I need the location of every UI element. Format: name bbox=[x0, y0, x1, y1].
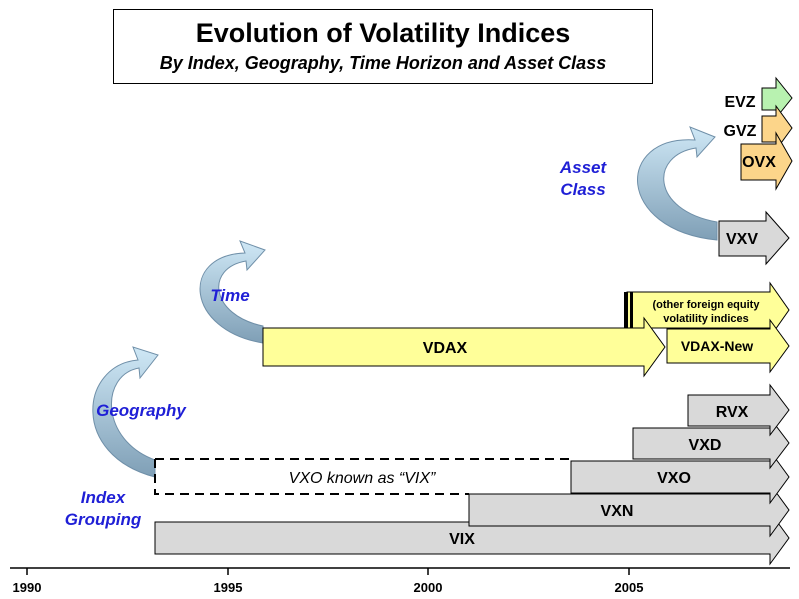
arrow-vdax-label: VDAX bbox=[423, 340, 468, 357]
stage-label-index-grouping-line1: Index bbox=[80, 488, 126, 507]
arrow-vxn-label: VXN bbox=[601, 503, 634, 520]
arrow-rvx-label: RVX bbox=[716, 404, 749, 421]
page-title: Evolution of Volatility Indices bbox=[195, 18, 571, 48]
arrow-vxv: VXV bbox=[718, 210, 790, 266]
arrow-other-foreign-equity: (other foreign equity volatility indices bbox=[624, 281, 790, 339]
timeline-axis: 1990 1995 2000 2005 bbox=[10, 567, 790, 595]
stage-label-asset-class-line2: Class bbox=[560, 180, 606, 199]
arrow-evz-label: EVZ bbox=[724, 94, 755, 111]
curve-arrow-geography bbox=[92, 346, 159, 478]
title-box: Evolution of Volatility Indices By Index… bbox=[113, 9, 653, 84]
arrow-vdax: VDAX bbox=[262, 316, 666, 378]
stage-label-asset-class-line1: Asset bbox=[559, 158, 607, 177]
tick-label-2000: 2000 bbox=[414, 580, 443, 595]
arrow-vxv-label: VXV bbox=[726, 231, 758, 248]
stage-label-time: Time bbox=[210, 286, 250, 305]
vxo-known-as-vix-box bbox=[154, 458, 572, 495]
tick-label-2005: 2005 bbox=[615, 580, 644, 595]
arrow-gvz bbox=[761, 104, 793, 152]
stage-label-index-grouping-line2: Grouping bbox=[64, 510, 142, 529]
other-foreign-label-line2: volatility indices bbox=[663, 313, 749, 325]
arrow-ovx: OVX bbox=[740, 131, 793, 191]
arrow-rvx: RVX bbox=[687, 383, 790, 437]
page-subtitle: By Index, Geography, Time Horizon and As… bbox=[159, 53, 607, 73]
vxo-known-as-vix-note: VXO known as “VIX” bbox=[289, 470, 436, 487]
stage-label-geography: Geography bbox=[96, 401, 186, 420]
curve-arrow-time bbox=[199, 240, 266, 344]
stage-label-index-grouping: Index Grouping bbox=[58, 487, 148, 531]
arrow-evz bbox=[761, 76, 793, 120]
arrow-vix-label: VIX bbox=[449, 531, 475, 548]
curve-arrow-asset-class bbox=[637, 126, 718, 241]
arrow-gvz-label: GVZ bbox=[724, 123, 757, 140]
arrow-vdax-new: VDAX-New bbox=[666, 318, 790, 374]
arrow-vdax-new-label: VDAX-New bbox=[681, 338, 753, 354]
tick-label-1995: 1995 bbox=[214, 580, 243, 595]
other-foreign-label-line1: (other foreign equity bbox=[653, 299, 761, 311]
stage-label-asset-class: Asset Class bbox=[553, 157, 613, 201]
arrow-vxo-label: VXO bbox=[657, 470, 691, 487]
arrow-vxd-label: VXD bbox=[689, 437, 722, 454]
arrow-ovx-label: OVX bbox=[742, 154, 776, 171]
tick-label-1990: 1990 bbox=[13, 580, 42, 595]
